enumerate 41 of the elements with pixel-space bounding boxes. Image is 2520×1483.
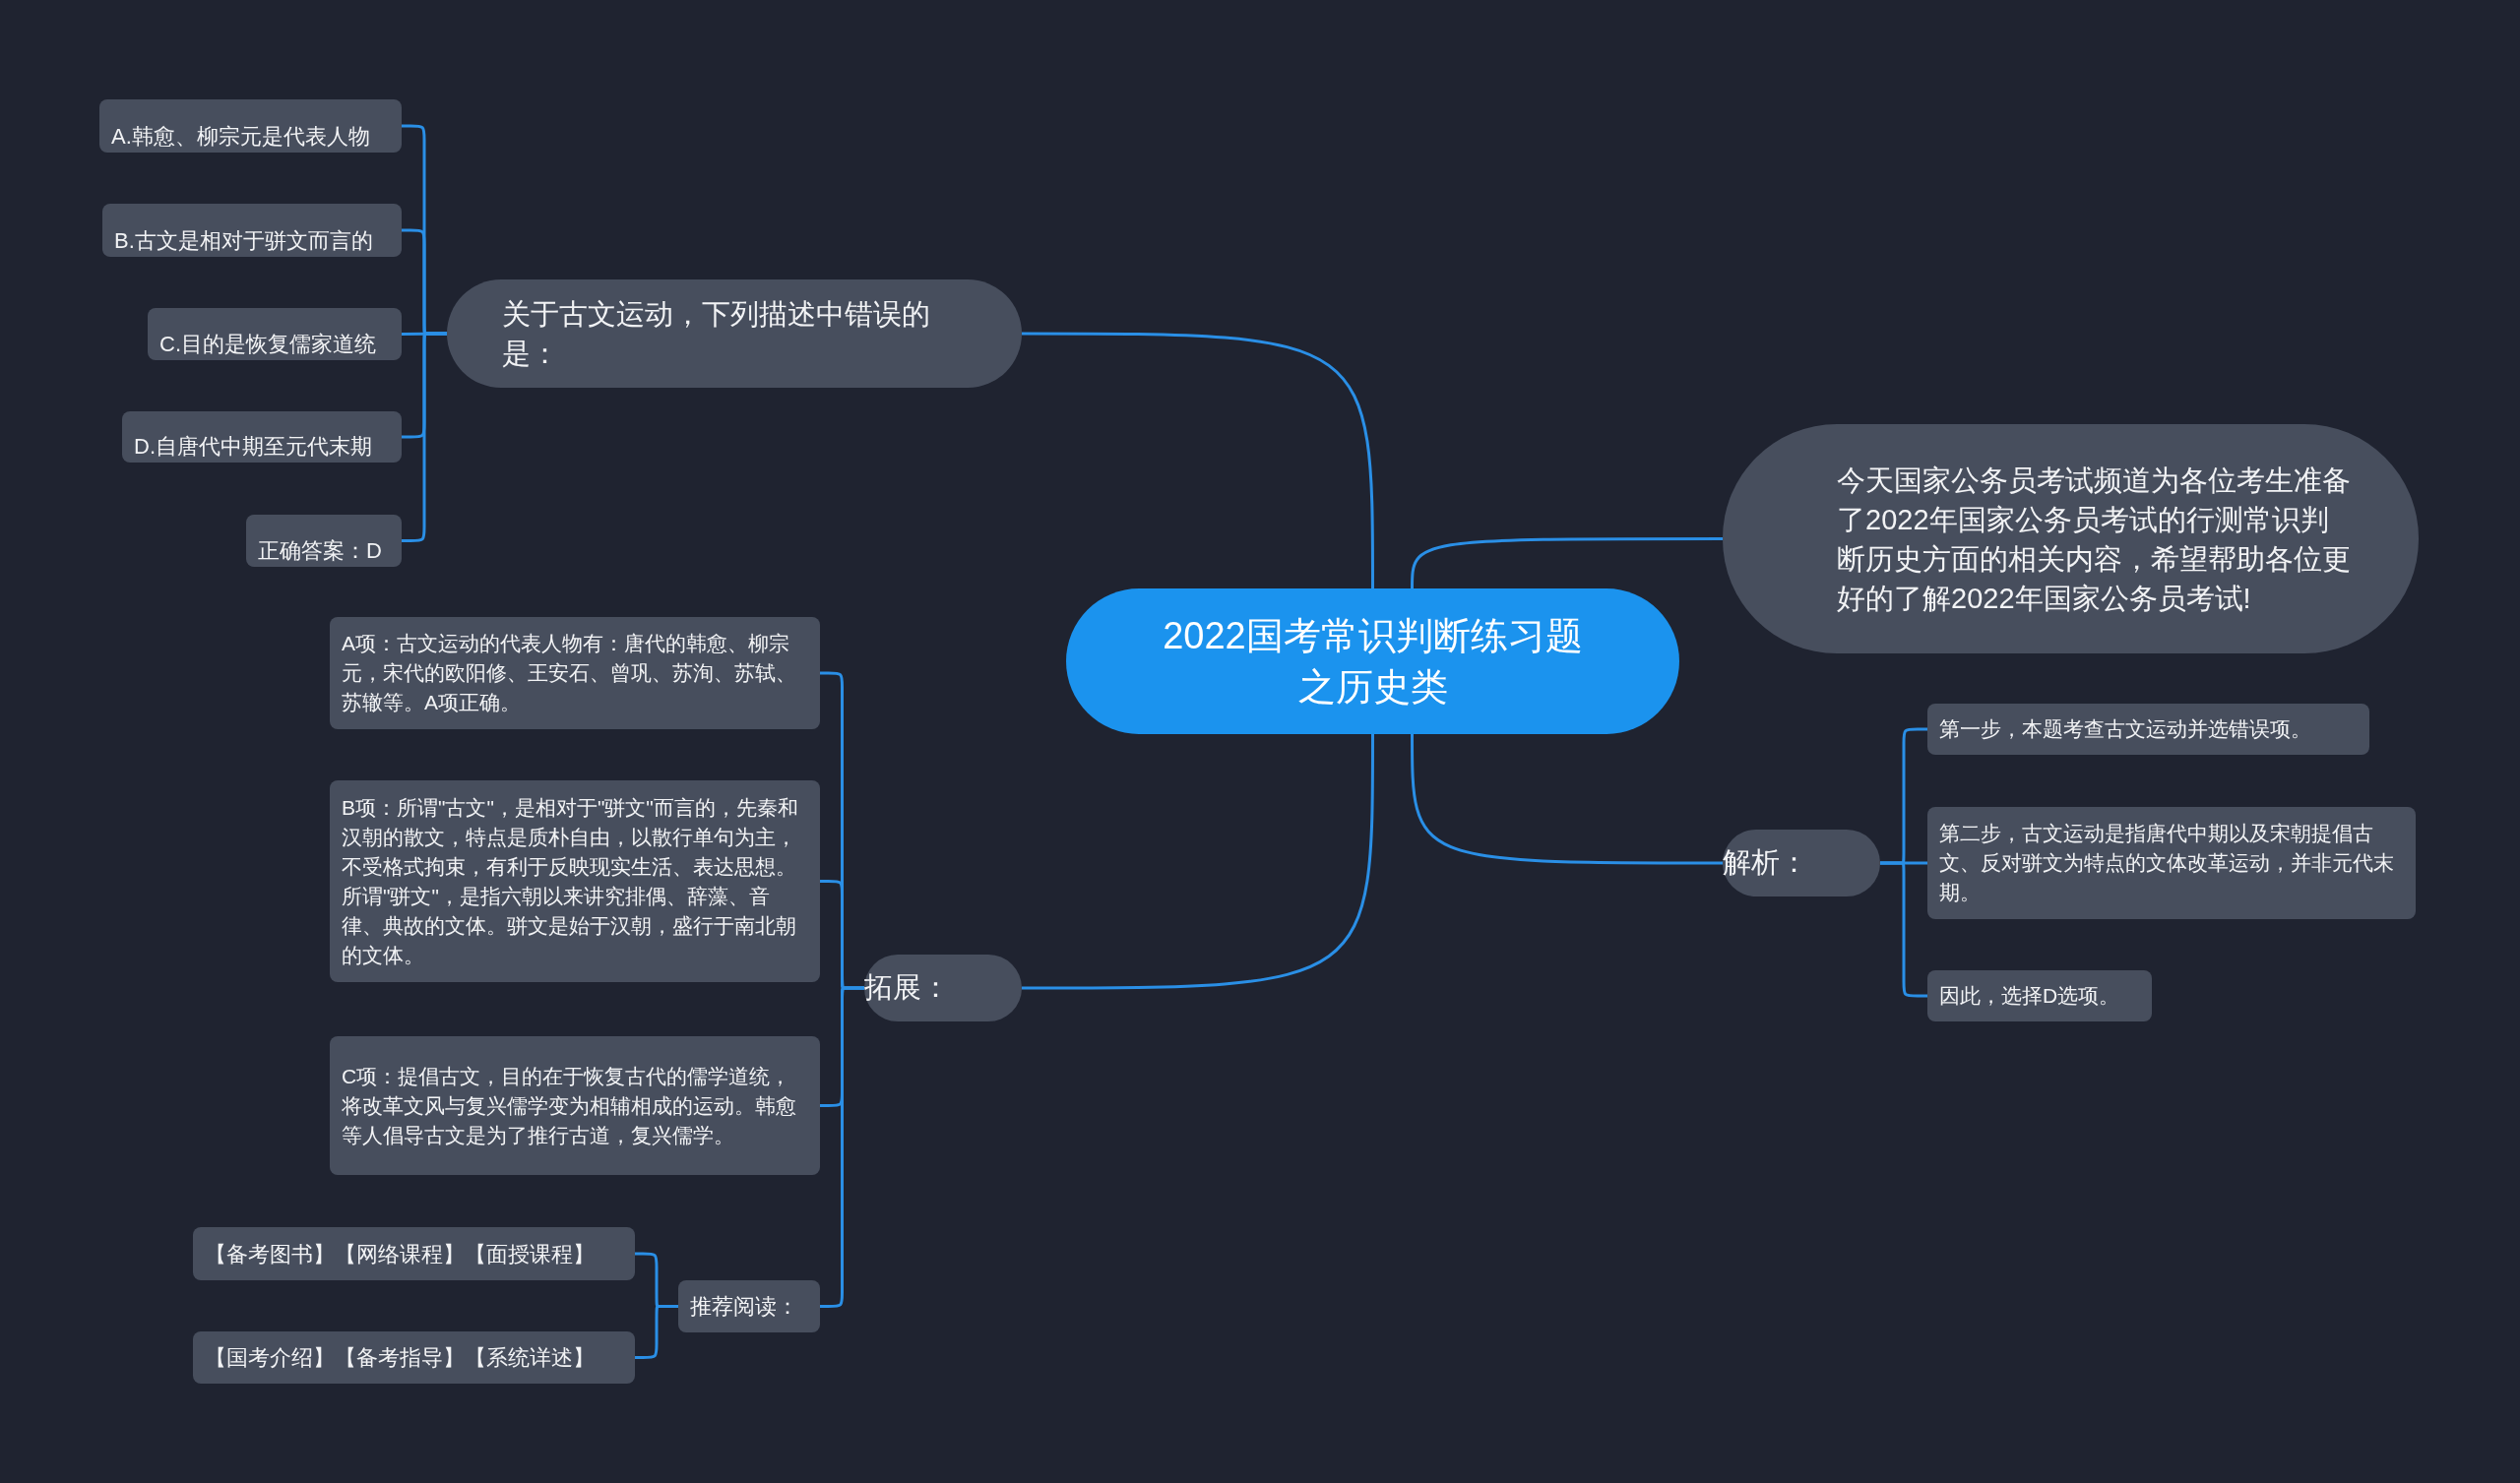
connector-line (820, 986, 864, 1308)
node-text: C.目的是恢复儒家道统 (159, 331, 377, 358)
node-text: 拓展： (864, 970, 951, 1006)
node-text: A.韩愈、柳宗元是代表人物 (111, 123, 371, 151)
connector-line (1022, 734, 1374, 990)
node-text: A项：古文运动的代表人物有：唐代的韩愈、柳宗元，宋代的欧阳修、王安石、曾巩、苏洵、苏轼、苏辙等。A项正确。 (342, 631, 797, 715)
option-item (122, 411, 402, 463)
node-text: B.古文是相对于骈文而言的 (114, 227, 374, 255)
node-text: 推荐阅读： (690, 1293, 799, 1321)
node-text: 2022国考常识判断练习题之历史类 (1162, 614, 1584, 710)
connector-line (402, 332, 447, 542)
reading-link-item (193, 1331, 635, 1384)
node-text: 第一步，本题考查古文运动并选错误项。 (1939, 716, 2312, 743)
node-text: B项：所谓"古文"，是相对于"骈文"而言的，先秦和汉朝的散文，特点是质朴自由，以散行单句为主，不受格式拘束，有利于反映现实生活、表达思想。所谓"骈文"，是指六朝以来讲究排偶、辞藻、音律、典故的文体。骈文是始于汉朝，盛行于南北朝的文体。 (342, 794, 799, 968)
answer-item (246, 515, 402, 567)
step-item (1927, 704, 2369, 755)
connector-line (1880, 861, 1927, 998)
node-text: 【备考图书】【网络课程】【面授课程】 (205, 1240, 596, 1268)
node-text: 今天国家公务员考试频道为各位考生准备了2022年国家公务员考试的行测常识判断历史方面的相关内容，希望帮助各位更好的了解2022年国家公务员考试! (1837, 463, 2352, 616)
connector-line (1411, 537, 1723, 589)
node-text: 关于古文运动，下列描述中错误的是： (502, 297, 931, 371)
explanation-item (330, 1036, 820, 1175)
node-text: 因此，选择D选项。 (1939, 983, 2121, 1010)
explanation-item (330, 780, 820, 982)
step-item (1927, 807, 2416, 919)
node-text: 解析： (1723, 845, 1809, 881)
node-text: C项：提倡古文，目的在于恢复古代的儒学道统，将改革文风与复兴儒学变为相辅相成的运动。韩愈等人倡导古文是为了推行古道，复兴儒学。 (342, 1063, 797, 1148)
node-text: 【国考介绍】【备考指导】【系统详述】 (205, 1344, 596, 1372)
connector-line (1411, 734, 1723, 865)
reading-link-item (193, 1227, 635, 1280)
node-text: 第二步，古文运动是指唐代中期以及宋朝提倡古文、反对骈文为特点的文体改革运动，并非元代末期。 (1939, 821, 2395, 905)
reading-topic (678, 1280, 820, 1332)
node-text: 正确答案：D (258, 537, 383, 565)
option-item (99, 99, 402, 153)
connector-line (635, 1305, 678, 1359)
explanation-item (330, 617, 820, 729)
connector-line (1022, 332, 1374, 588)
step-item (1927, 970, 2152, 1021)
option-item (148, 308, 402, 360)
node-text: D.自唐代中期至元代末期 (134, 433, 373, 461)
option-item (102, 204, 402, 257)
